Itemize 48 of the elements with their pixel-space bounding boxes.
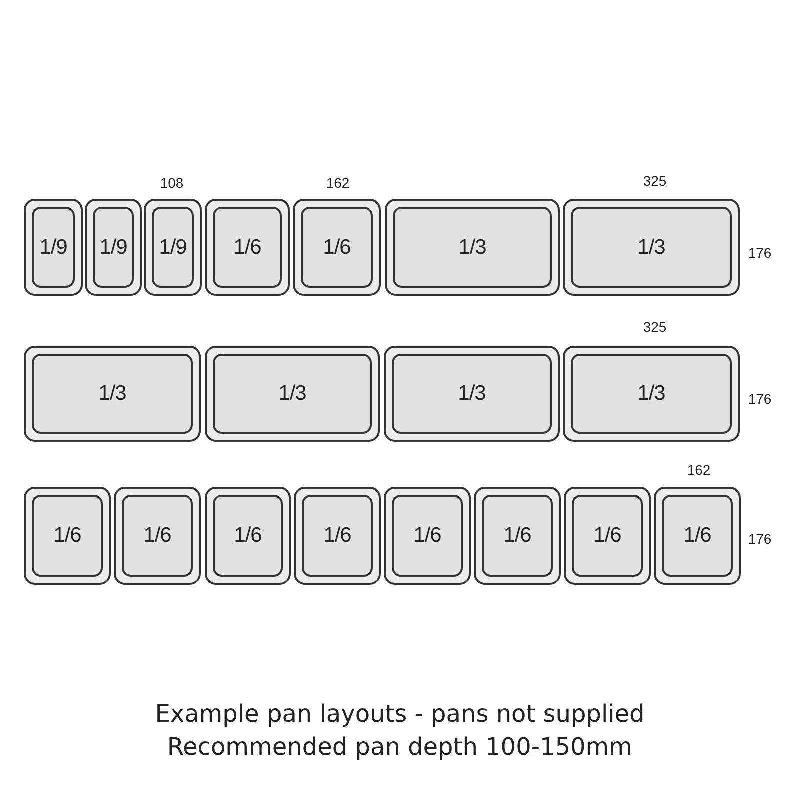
pan-size-label: 1/3: [278, 382, 306, 406]
pan-size-label: 1/6: [54, 524, 82, 548]
pan-size-label: 1/6: [234, 524, 262, 548]
gastronorm-pan: [563, 199, 740, 296]
gastronorm-pan: [205, 346, 380, 442]
gastronorm-pan: [205, 487, 291, 585]
dimension-label: 162: [326, 175, 350, 191]
pan-size-label: 1/9: [40, 236, 68, 260]
gastronorm-pan: [384, 487, 471, 585]
pan-size-label: 1/9: [159, 236, 187, 260]
gastronorm-pan: [205, 199, 290, 296]
pan-size-label: 1/3: [458, 382, 486, 406]
gastronorm-pan: [293, 199, 381, 296]
pan-size-label: 1/6: [323, 236, 351, 260]
note-text: Example pan layouts - pans not supplied: [154, 700, 646, 728]
gastronorm-pan: [474, 487, 561, 585]
gastronorm-pan: [114, 487, 201, 585]
pan-size-label: 1/3: [638, 382, 666, 406]
gastronorm-pan: [85, 199, 142, 296]
dimension-label: 108: [160, 175, 184, 191]
gastronorm-pan: [24, 487, 111, 585]
pan-size-label: 1/6: [144, 524, 172, 548]
gastronorm-pan: [24, 199, 83, 296]
dimension-label: 176: [748, 531, 772, 547]
dimension-label: 325: [643, 173, 667, 189]
pan-size-label: 1/3: [638, 236, 666, 260]
pan-size-label: 1/6: [324, 524, 352, 548]
dimension-label: 176: [748, 391, 772, 407]
pan-size-label: 1/6: [414, 524, 442, 548]
pan-size-label: 1/3: [458, 236, 486, 260]
pan-size-label: 1/3: [98, 382, 126, 406]
gastronorm-pan: [144, 199, 202, 296]
gastronorm-pan: [385, 199, 560, 296]
pan-size-label: 1/6: [234, 236, 262, 260]
dimension-label: 176: [748, 245, 772, 261]
dimension-label: 162: [687, 462, 711, 478]
gastronorm-pan: [294, 487, 381, 585]
pan-size-label: 1/6: [594, 524, 622, 548]
pan-size-label: 1/6: [684, 524, 712, 548]
pan-size-label: 1/6: [504, 524, 532, 548]
gastronorm-pan: [24, 346, 201, 442]
dimension-label: 325: [643, 319, 667, 335]
gastronorm-pan: [384, 346, 560, 442]
note-text: Recommended pan depth 100-150mm: [166, 733, 634, 761]
gastronorm-pan: [564, 487, 651, 585]
gastronorm-pan: [654, 487, 741, 585]
gastronorm-pan: [563, 346, 740, 442]
pan-size-label: 1/9: [100, 236, 128, 260]
